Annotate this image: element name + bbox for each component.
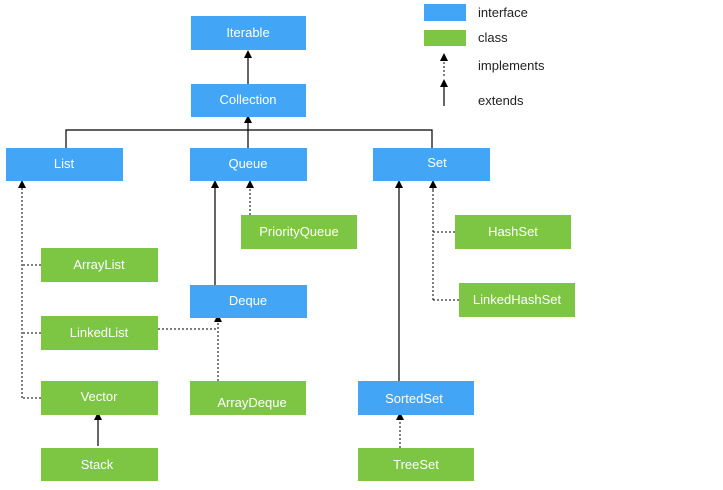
node-hashset-label: HashSet: [488, 224, 538, 239]
legend-extends-label: extends: [478, 93, 524, 108]
node-linkedhashset: LinkedHashSet: [459, 283, 575, 317]
node-vector-label: Vector: [81, 389, 119, 404]
node-linkedhashset-box: [459, 283, 575, 317]
legend-interface-swatch: [424, 4, 466, 21]
node-deque-box: [190, 285, 307, 318]
node-list: List: [6, 148, 123, 181]
node-set: Set: [373, 148, 490, 181]
node-arraydeque: ArrayDeque: [190, 381, 306, 415]
node-hashset: HashSet: [455, 215, 571, 249]
connectors: [18, 50, 459, 448]
extends-list-queue-set-collection: [65, 129, 433, 148]
legend-implements-label: implements: [478, 58, 545, 73]
legend-class-swatch: [424, 30, 466, 46]
node-deque-label: Deque: [229, 293, 267, 308]
node-set-label: Set: [427, 155, 447, 170]
node-linkedlist-box: [41, 316, 158, 350]
node-iterable-label: Iterable: [226, 25, 269, 40]
node-linkedlist-label: LinkedList: [70, 325, 129, 340]
node-list-label: List: [54, 156, 75, 171]
node-treeset-box: [358, 448, 474, 481]
node-treeset: TreeSet: [358, 448, 474, 481]
legend-class-label: class: [478, 30, 508, 45]
node-hashset-box: [455, 215, 571, 249]
node-priorityqueue: PriorityQueue: [241, 215, 357, 249]
node-stack-label: Stack: [81, 457, 114, 472]
node-priorityqueue-box: [241, 215, 357, 249]
node-treeset-label: TreeSet: [393, 457, 439, 472]
node-set-box: [373, 148, 490, 181]
implements-hashset-set: [432, 184, 459, 301]
node-stack: Stack: [41, 448, 158, 481]
node-queue: Queue: [190, 148, 307, 181]
node-linkedhashset-label: LinkedHashSet: [473, 292, 562, 307]
node-sortedset-label: SortedSet: [385, 391, 443, 406]
node-collection-label: Collection: [219, 92, 276, 107]
node-queue-label: Queue: [228, 156, 267, 171]
node-vector-box: [41, 381, 158, 415]
legend-interface-label: interface: [478, 5, 528, 20]
node-list-box: [6, 148, 123, 181]
node-iterable: Iterable: [191, 16, 306, 50]
node-stack-box: [41, 448, 158, 481]
implements-list-classes: [21, 184, 41, 399]
node-arraylist: ArrayList: [41, 248, 158, 282]
node-arraylist-label: ArrayList: [73, 257, 125, 272]
node-iterable-box: [191, 16, 306, 50]
node-linkedlist: LinkedList: [41, 316, 158, 350]
legend: interface class implements extends: [424, 4, 545, 108]
node-collection-box: [191, 84, 306, 117]
node-arraydeque-box: [190, 381, 306, 415]
node-deque: Deque: [190, 285, 307, 318]
node-arraydeque-label: ArrayDeque: [217, 395, 286, 410]
node-arraylist-box: [41, 248, 158, 282]
node-vector: Vector: [41, 381, 158, 415]
node-sortedset-box: [358, 381, 474, 415]
node-collection: Collection: [191, 84, 306, 117]
node-queue-box: [190, 148, 307, 181]
node-sortedset: SortedSet: [358, 381, 474, 415]
node-priorityqueue-label: PriorityQueue: [259, 224, 338, 239]
